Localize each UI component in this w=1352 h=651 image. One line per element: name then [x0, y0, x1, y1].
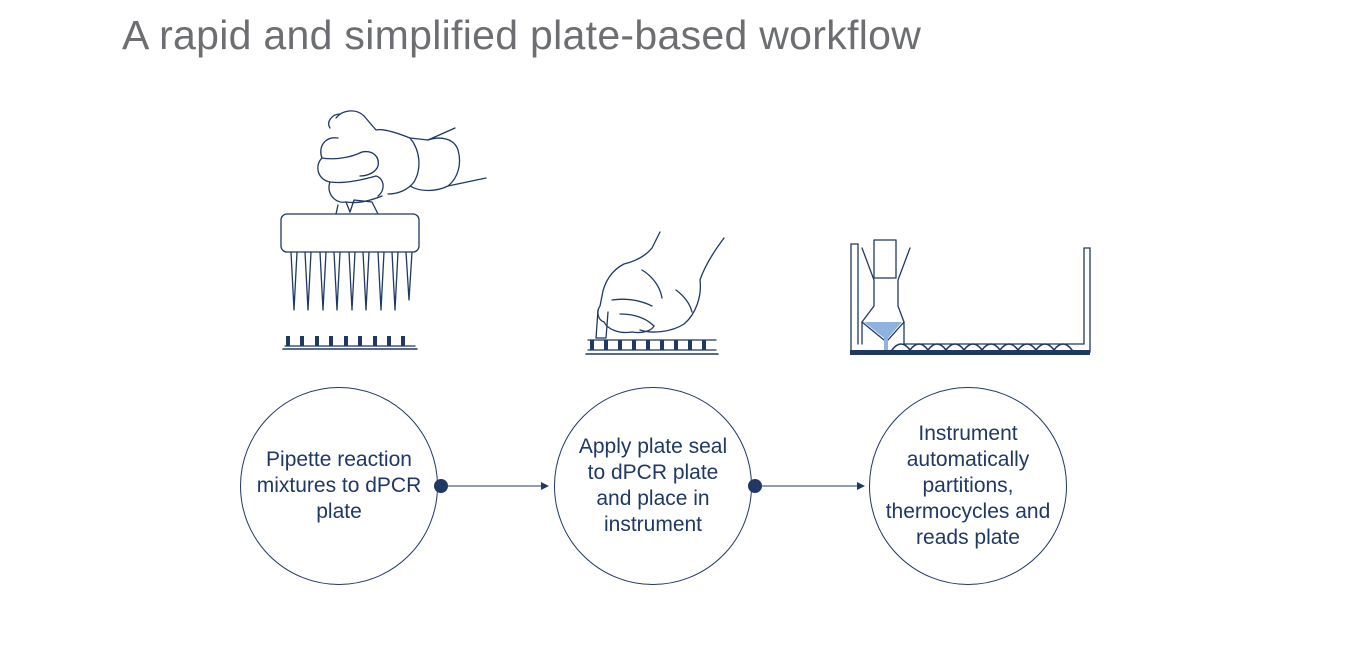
- connector-2-3: [748, 479, 865, 493]
- multichannel-pipette-icon: [280, 110, 487, 350]
- arrow-head-icon: [541, 482, 549, 490]
- step-3-circle: Instrument automatically partitions, the…: [869, 387, 1067, 585]
- instrument-cross-section-icon: [850, 239, 1091, 355]
- page-title: A rapid and simplified plate-based workf…: [122, 12, 922, 58]
- arrow-head-icon: [857, 482, 865, 490]
- step-1-circle: Pipette reaction mixtures to dPCR plate: [240, 387, 438, 585]
- step-1-label: Pipette reaction mixtures to dPCR plate: [256, 448, 422, 523]
- step-2-label: Apply plate seal to dPCR plate and place…: [578, 435, 728, 536]
- step-3-label: Instrument automatically partitions, the…: [885, 422, 1051, 549]
- step-2-circle: Apply plate seal to dPCR plate and place…: [554, 387, 752, 585]
- connector-1-2: [434, 479, 549, 493]
- hand-sealing-plate-icon: [585, 231, 725, 355]
